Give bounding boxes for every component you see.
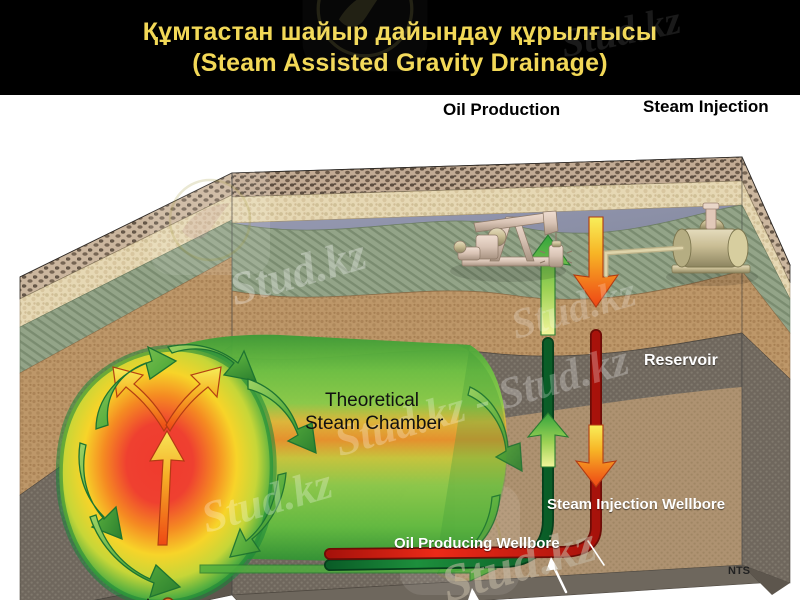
steam-injection-wellbore: [324, 329, 602, 560]
title-banner: Stud.kz Құмтастан шайыр дайындау құрылғы…: [0, 0, 800, 95]
label-steam-injection-wellbore: Steam Injection Wellbore: [547, 496, 726, 513]
label-chamber-line2: Steam Chamber: [305, 413, 444, 434]
label-oil-producing-wellbore: Oil Producing Wellbore: [394, 535, 560, 552]
label-chamber-line1: Theoretical: [325, 390, 419, 411]
right-face-strata: [741, 156, 791, 595]
callout-leaders: [468, 540, 605, 600]
block-diagram-svg: [19, 156, 791, 600]
label-nts: NTS: [728, 565, 750, 577]
steam-boiler-icon: [603, 202, 758, 286]
label-reservoir: Reservoir: [644, 352, 718, 369]
title-line-2: (Steam Assisted Gravity Drainage): [192, 48, 608, 77]
label-steam-injection: Steam Injection: [643, 97, 769, 116]
sagd-diagram: Oil Production Steam Injection Theoretic…: [0, 95, 800, 600]
pumpjack-icon: [450, 210, 573, 282]
steam-flow-arrows: [572, 216, 620, 488]
label-oil-production: Oil Production: [443, 100, 561, 119]
steam-rise-arrows: [112, 366, 222, 546]
title-line-1: Құмтастан шайыр дайындау құрылғысы: [142, 17, 658, 46]
